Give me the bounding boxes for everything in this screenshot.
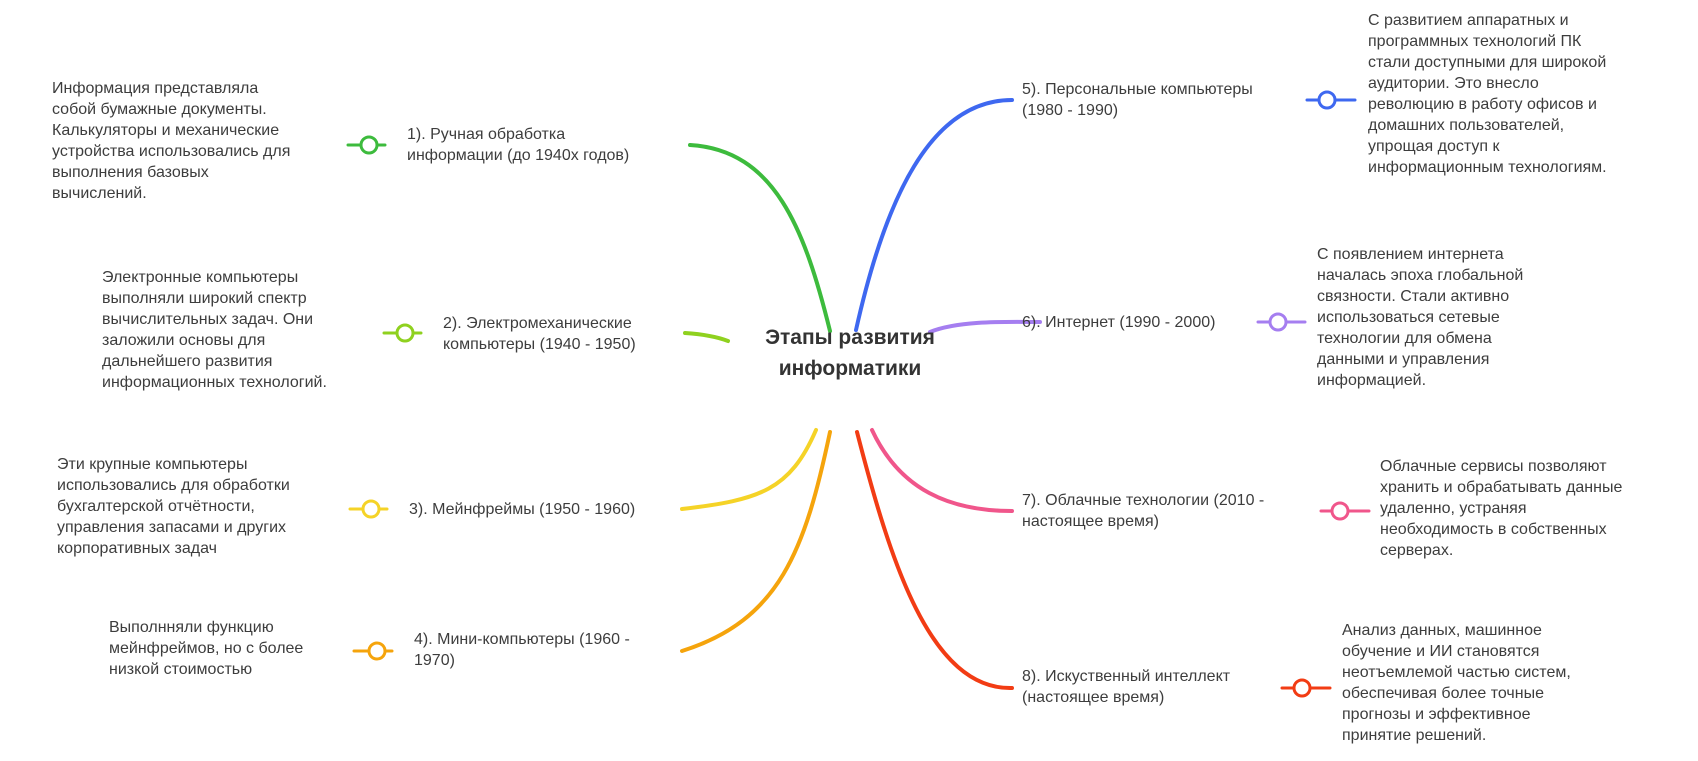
branch-note-4[interactable]: Выполнняли функцию мейнфреймов, но с бол… (109, 619, 304, 678)
branch-topic-2[interactable]: 2). Электромеханические компьютеры (1940… (443, 315, 636, 353)
branch-topic-4[interactable]: 4). Мини-компьютеры (1960 - 1970) (414, 631, 630, 669)
collapse-toggle-8[interactable] (1292, 678, 1312, 698)
branch-topic-6[interactable]: 6). Интернет (1990 - 2000) (1022, 314, 1216, 331)
branch-note-1[interactable]: Информация представляла собой бумажные д… (52, 80, 291, 202)
collapse-toggle-5[interactable] (1317, 90, 1337, 110)
collapse-toggle-6[interactable] (1268, 312, 1288, 332)
collapse-toggle-4[interactable] (367, 641, 387, 661)
branch-curves (680, 98, 1042, 691)
branch-curve-7 (870, 428, 1014, 513)
collapse-toggle-7[interactable] (1330, 501, 1350, 521)
branch-note-7[interactable]: Облачные сервисы позволяют хранить и обр… (1380, 458, 1623, 559)
branch-topic-8[interactable]: 8). Искуственный интеллект (настоящее вр… (1022, 668, 1231, 706)
branch-note-2[interactable]: Электронные компьютеры выполняли широкий… (102, 269, 327, 391)
branch-topic-7[interactable]: 7). Облачные технологии (2010 - настояще… (1022, 492, 1265, 530)
branch-note-6[interactable]: С появлением интернета началась эпоха гл… (1317, 246, 1524, 389)
branch-topic-3[interactable]: 3). Мейнфреймы (1950 - 1960) (409, 501, 636, 518)
branch-curve-3 (680, 428, 818, 511)
branch-curve-4 (680, 430, 832, 653)
branch-topic-1[interactable]: 1). Ручная обработка информации (до 1940… (407, 126, 630, 164)
central-topic[interactable]: Этапы развития информатики (765, 326, 935, 380)
collapse-toggle-3[interactable] (361, 499, 381, 519)
branch-topic-5[interactable]: 5). Персональные компьютеры (1980 - 1990… (1022, 81, 1253, 119)
branch-curve-2 (683, 331, 730, 343)
collapse-toggle-1[interactable] (359, 135, 379, 155)
branch-note-3[interactable]: Эти крупные компьютеры использовались дл… (57, 456, 290, 557)
branch-curve-8 (855, 430, 1014, 691)
branch-note-8[interactable]: Анализ данных, машинное обучение и ИИ ст… (1342, 622, 1571, 744)
collapse-toggle-2[interactable] (395, 323, 415, 343)
branch-curve-1 (688, 143, 832, 333)
note-connectors (346, 90, 1371, 698)
branch-curve-5 (854, 98, 1014, 332)
branch-note-5[interactable]: С развитием аппаратных и программных тех… (1368, 12, 1607, 176)
branch-curve-6 (928, 319, 1042, 334)
